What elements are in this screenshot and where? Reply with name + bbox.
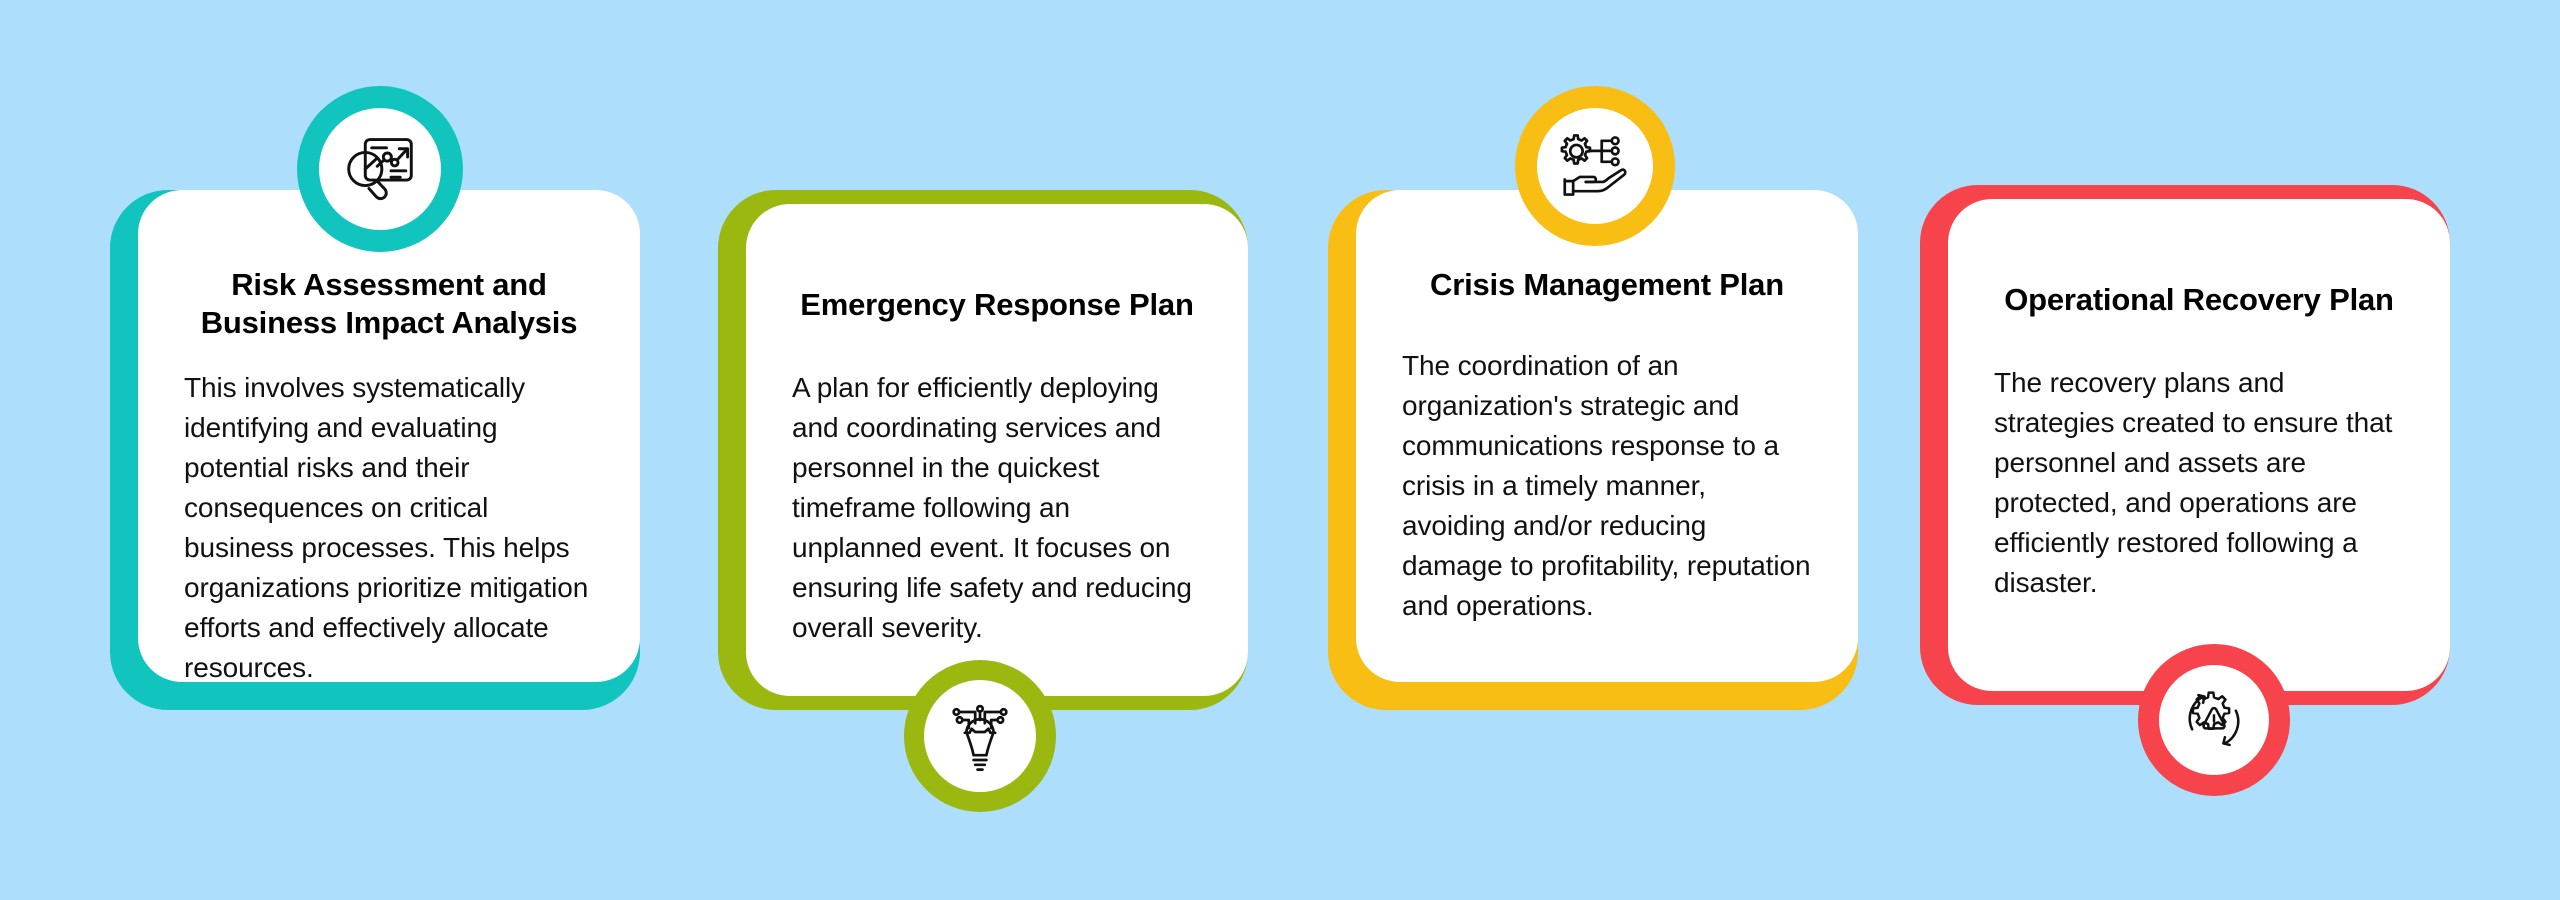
gear-warning-recovery-cycle-icon [2138, 644, 2290, 796]
card-emergency-response[interactable]: Emergency Response Plan A plan for effic… [718, 190, 1248, 710]
card-body: The recovery plans and strategies create… [1994, 366, 2393, 598]
card-inner-panel: Crisis Management Plan The coordination … [1356, 190, 1858, 682]
lightbulb-circuit-idea-icon [904, 660, 1056, 812]
card-inner-panel: Risk Assessment and Business Impact Anal… [138, 190, 640, 682]
card-text-block: Emergency Response Plan A plan for effic… [746, 286, 1248, 648]
card-title: Operational Recovery Plan [2004, 282, 2394, 317]
card-risk-assessment[interactable]: Risk Assessment and Business Impact Anal… [110, 190, 640, 710]
card-title: Emergency Response Plan [800, 287, 1194, 322]
card-text-block: Operational Recovery Plan The recovery p… [1948, 281, 2450, 603]
card-operational-recovery[interactable]: Operational Recovery Plan The recovery p… [1920, 185, 2450, 705]
card-text-block: Crisis Management Plan The coordination … [1356, 266, 1858, 626]
card-title: Risk Assessment and Business Impact Anal… [200, 267, 578, 340]
card-text-block: Risk Assessment and Business Impact Anal… [138, 266, 640, 682]
card-body: The coordination of an organization's st… [1402, 349, 1811, 621]
card-body: This involves systematically identifying… [184, 371, 589, 682]
card-title: Crisis Management Plan [1430, 267, 1784, 302]
card-crisis-management[interactable]: Crisis Management Plan The coordination … [1328, 190, 1858, 710]
card-body: A plan for efficiently deploying and coo… [792, 371, 1192, 643]
card-inner-panel: Operational Recovery Plan The recovery p… [1948, 199, 2450, 691]
hand-holding-gear-network-icon [1515, 86, 1675, 246]
magnifier-chart-analysis-icon [297, 86, 463, 252]
card-inner-panel: Emergency Response Plan A plan for effic… [746, 204, 1248, 696]
